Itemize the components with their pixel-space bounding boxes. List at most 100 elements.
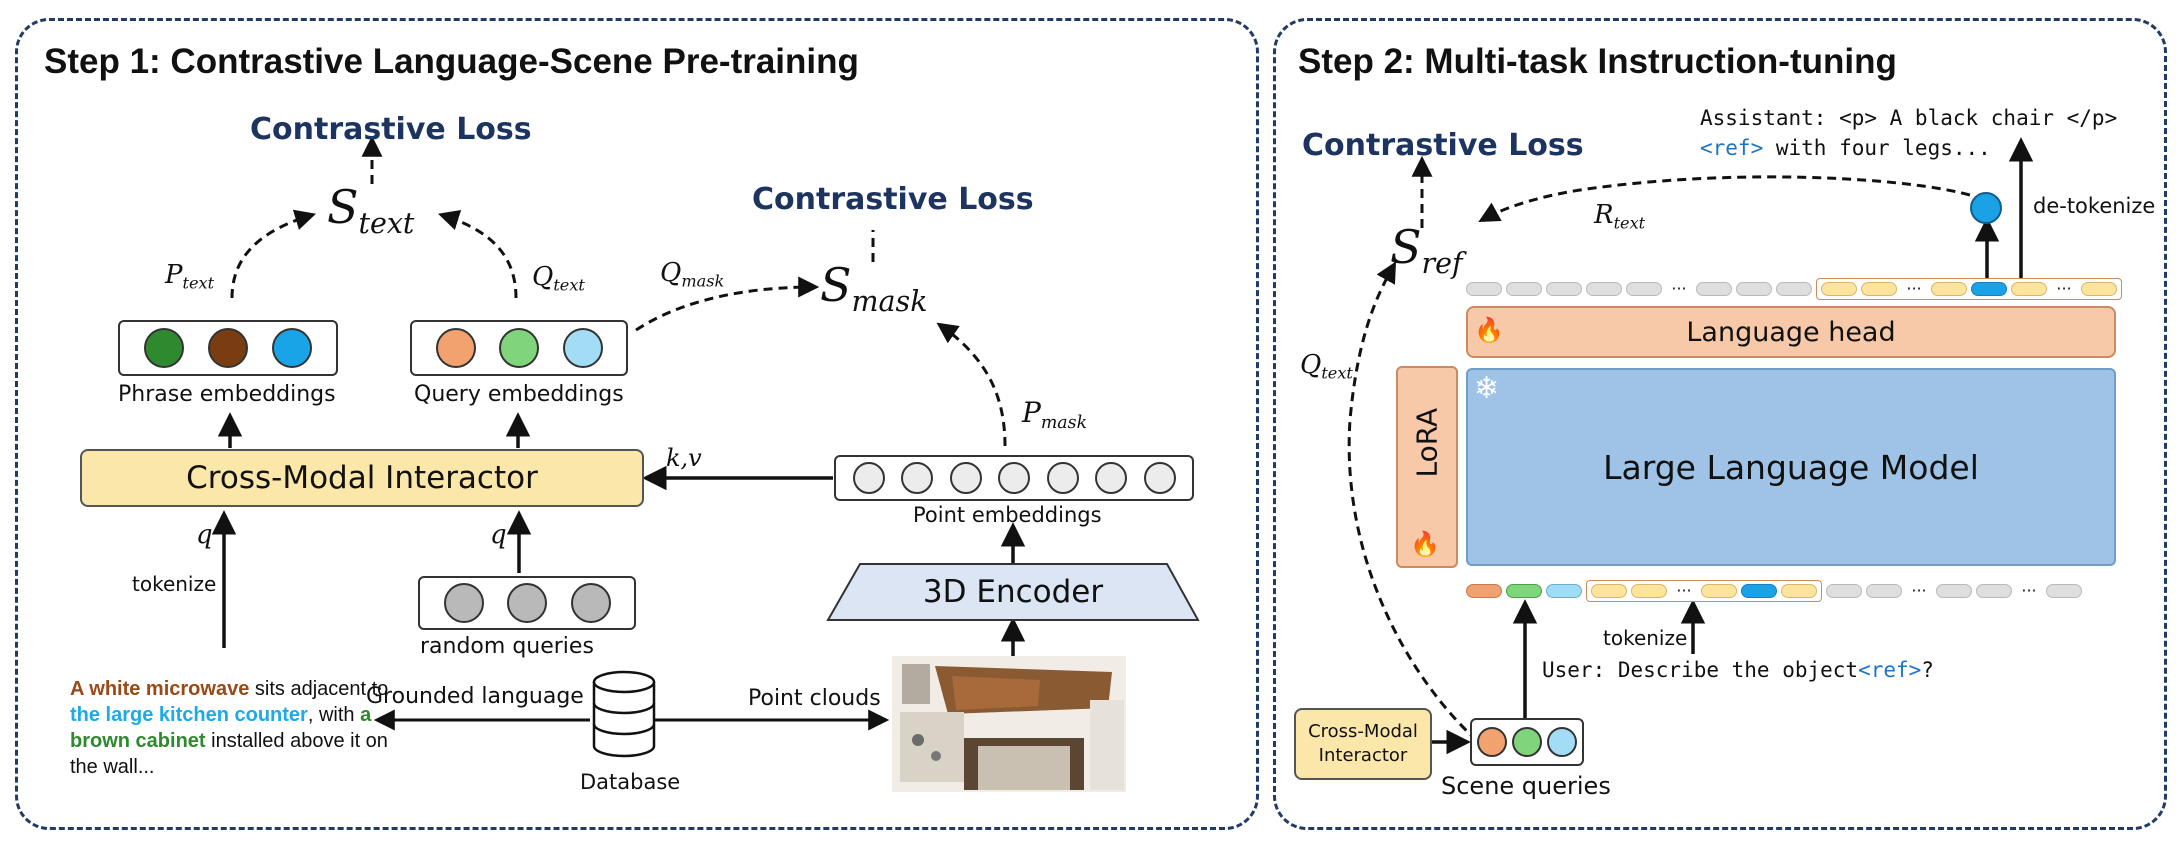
step2-panel — [1273, 18, 2167, 830]
assistant-line-1: Assistant: <p> A black chair </p> — [1700, 106, 2118, 130]
p-text-main: P — [165, 260, 183, 290]
out-token-resp — [1821, 282, 1857, 296]
phrase-circle-1 — [144, 328, 184, 368]
r-text-sub: text — [1613, 213, 1646, 233]
cross-modal-interactor-small: Cross-Modal Interactor — [1294, 708, 1432, 780]
in-token — [1826, 584, 1862, 598]
out-token-ref — [1971, 282, 2007, 296]
desc-counter: the large kitchen counter — [70, 704, 308, 726]
q-text-step2-main: Q — [1300, 350, 1322, 380]
p-text-sub: text — [182, 273, 215, 293]
s-mask-sub: mask — [851, 284, 928, 318]
in-token-scene — [1506, 584, 1542, 598]
p-text-label: Ptext — [165, 260, 214, 293]
in-token-text — [1781, 584, 1817, 598]
out-token — [1696, 282, 1732, 296]
out-token — [1776, 282, 1812, 296]
in-token-scene — [1466, 584, 1502, 598]
point-circle-4 — [998, 462, 1030, 494]
desc-cabinet: a brown cabinet — [70, 704, 372, 752]
q-mask-main: Q — [660, 258, 682, 288]
point-circle-3 — [949, 462, 982, 494]
scene-queries-box — [1470, 718, 1584, 766]
q-text-step2-sub: text — [1321, 363, 1353, 383]
detokenize-label: de-tokenize — [2033, 194, 2156, 218]
output-token-row: ··· ··· ··· — [1466, 278, 2122, 300]
s-text-sub: text — [358, 206, 415, 240]
in-ellipsis: ··· — [2021, 581, 2037, 600]
phrase-embeddings-box — [118, 320, 338, 376]
point-embeddings-label: Point embeddings — [913, 503, 1102, 527]
s-mask-main: S — [820, 258, 852, 312]
scene-circle-3 — [1547, 727, 1577, 757]
assistant-line-2: <ref> with four legs... — [1700, 136, 1991, 160]
q-text-main: Q — [532, 262, 554, 292]
s-text-label: Stext — [327, 180, 414, 240]
in-ellipsis: ··· — [1911, 581, 1927, 600]
tokenize-label-step1: tokenize — [132, 572, 217, 596]
q-mask-label: Qmask — [660, 258, 724, 291]
point-cloud-image — [892, 656, 1126, 792]
in-token-ref — [1741, 584, 1777, 598]
scene-queries-label: Scene queries — [1441, 772, 1611, 800]
out-token-resp — [1861, 282, 1897, 296]
assistant-ref-token: <ref> — [1700, 136, 1764, 160]
query-embeddings-label: Query embeddings — [414, 382, 624, 407]
step2-title: Step 2: Multi-task Instruction-tuning — [1298, 42, 1897, 81]
arrow-pmask-to-smask — [936, 322, 1007, 447]
query-embeddings-box — [410, 320, 628, 376]
desc-microwave: A white microwave — [70, 678, 250, 700]
grounded-description: A white microwave sits adjacent to the l… — [70, 676, 390, 780]
language-head: Language head — [1466, 306, 2116, 358]
q-left-label: q — [196, 520, 213, 550]
in-token — [1936, 584, 1972, 598]
scene-circle-1 — [1477, 727, 1507, 757]
s-mask-label: Smask — [820, 258, 927, 318]
p-mask-label: Pmask — [1022, 396, 1087, 433]
query-circle-2 — [499, 328, 539, 368]
lora-label: LoRA — [1410, 407, 1444, 478]
user-instruction: User: Describe the object<ref>? — [1542, 658, 1934, 682]
in-token-scene — [1546, 584, 1582, 598]
point-circle-5 — [1046, 462, 1079, 494]
phrase-circle-2 — [208, 328, 248, 368]
out-token-resp — [2011, 282, 2047, 296]
out-response-group: ··· ··· — [1816, 278, 2122, 300]
out-token — [1506, 282, 1542, 296]
r-text-label: Rtext — [1594, 200, 1645, 233]
in-token-text — [1631, 584, 1667, 598]
s-ref-label: Sref — [1390, 220, 1463, 280]
query-circle-3 — [562, 328, 603, 368]
out-token-resp — [2081, 282, 2117, 296]
point-circle-6 — [1095, 462, 1127, 494]
large-language-model: Large Language Model — [1466, 368, 2116, 566]
language-head-label: Language head — [1686, 316, 1896, 348]
llm-label: Large Language Model — [1603, 447, 1979, 487]
scene-circle-2 — [1512, 727, 1542, 757]
database-icon — [592, 670, 656, 758]
in-ellipsis: ··· — [1676, 581, 1692, 600]
out-token — [1546, 282, 1582, 296]
s-text-main: S — [327, 180, 359, 234]
step1-contrastive-loss-left: Contrastive Loss — [250, 112, 532, 147]
kv-label: k,v — [666, 444, 702, 472]
p-mask-main: P — [1022, 396, 1041, 429]
encoder-3d-shape — [826, 563, 1200, 621]
point-circle-1 — [852, 462, 885, 494]
out-ellipsis: ··· — [2056, 279, 2072, 298]
out-token — [1466, 282, 1502, 296]
desc-text-3: installed above it on the wall... — [70, 730, 388, 778]
p-mask-sub: mask — [1040, 413, 1088, 434]
step1-panel — [15, 18, 1259, 830]
lora-block — [1396, 366, 1458, 568]
point-circle-7 — [1143, 462, 1176, 494]
arrow-qtext-to-sref — [1347, 261, 1501, 762]
snowflake-icon: ❄ — [1474, 372, 1500, 405]
user-instruction-text: User: Describe the object — [1542, 658, 1859, 682]
q-text-label-step2: Qtext — [1300, 350, 1353, 383]
database-label: Database — [580, 770, 681, 794]
cross-modal-interactor: Cross-Modal Interactor — [80, 449, 644, 507]
